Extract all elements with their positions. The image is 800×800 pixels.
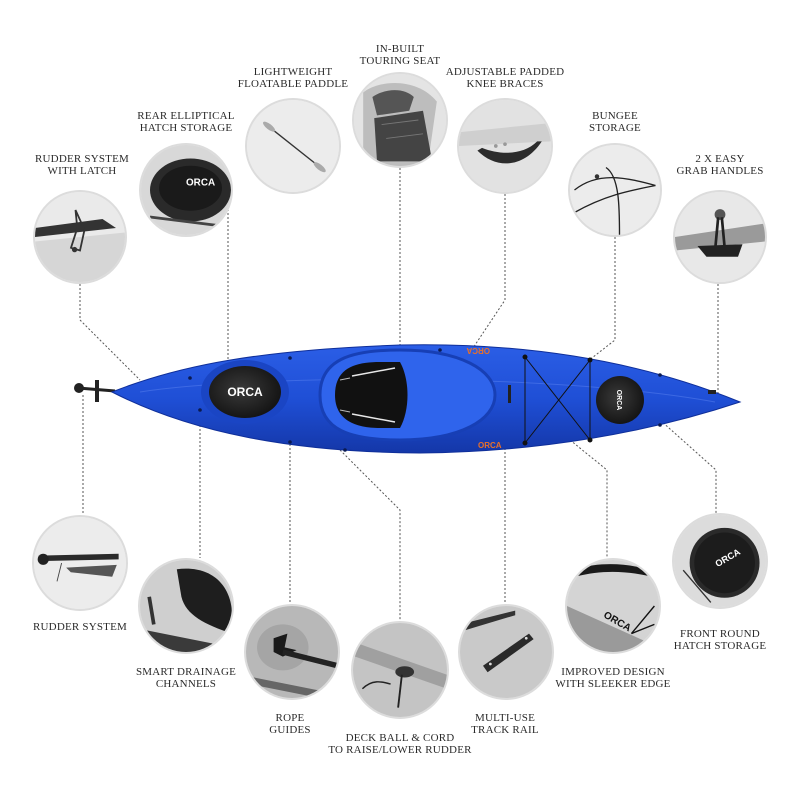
grab-handle-photo-icon [675, 192, 765, 282]
cockpit-icon [318, 348, 497, 442]
connector-knee-braces [454, 194, 506, 376]
svg-text:ORCA: ORCA [615, 390, 622, 411]
connector-deck-ball [339, 449, 401, 621]
feature-circle-sleeker-edge: ORCA [565, 558, 661, 654]
feature-circle-rudder-latch [33, 190, 127, 284]
track-rail-icon [508, 385, 511, 403]
label-paddle: LIGHTWEIGHT FLOATABLE PADDLE [237, 66, 349, 90]
knee-brace-photo-icon [459, 100, 551, 192]
feature-circle-front-hatch: ORCA [672, 513, 768, 609]
feature-circle-rudder-system [32, 515, 128, 611]
label-deck-ball: DECK BALL & CORD TO RAISE/LOWER RUDDER [328, 732, 472, 756]
bungee-photo-icon [570, 145, 660, 235]
feature-circle-seat [352, 72, 448, 168]
label-rudder-latch: RUDDER SYSTEM WITH LATCH [35, 153, 129, 177]
rope-guide-photo-icon [246, 606, 338, 698]
seat-photo-icon [354, 74, 446, 166]
svg-text:ORCA: ORCA [478, 441, 502, 450]
drainage-photo-icon [140, 560, 232, 652]
bow-handle-icon [708, 390, 716, 394]
feature-circle-bungee [568, 143, 662, 237]
track-rail-photo-icon [460, 606, 552, 698]
label-bungee: BUNGEE STORAGE [589, 110, 641, 134]
label-rope-guides: ROPE GUIDES [269, 712, 311, 736]
feature-circle-track-rail [458, 604, 554, 700]
label-rudder-system: RUDDER SYSTEM [33, 621, 127, 633]
rudder-icon [74, 380, 116, 402]
front-hatch-photo-icon: ORCA [674, 515, 766, 607]
label-front-hatch: FRONT ROUND HATCH STORAGE [673, 628, 767, 652]
label-grab-handles: 2 X EASY GRAB HANDLES [676, 153, 764, 177]
paddle-photo-icon [247, 100, 339, 192]
svg-text:ORCA: ORCA [466, 346, 490, 355]
feature-circle-drainage [138, 558, 234, 654]
connector-front-hatch [659, 419, 717, 513]
svg-text:ORCA: ORCA [186, 178, 215, 189]
label-track-rail: MULTI-USE TRACK RAIL [471, 712, 539, 736]
label-knee-braces: ADJUSTABLE PADDED KNEE BRACES [445, 66, 565, 90]
feature-circle-knee-braces [457, 98, 553, 194]
sleeker-edge-photo-icon: ORCA [567, 560, 659, 652]
svg-text:ORCA: ORCA [227, 385, 263, 399]
feature-circle-rope-guides [244, 604, 340, 700]
rudder-photo-icon [34, 517, 126, 609]
label-drainage: SMART DRAINAGE CHANNELS [135, 666, 237, 690]
feature-circle-grab-handles [673, 190, 767, 284]
connector-rudder-latch [79, 284, 141, 381]
deck-ball-photo-icon [353, 623, 447, 717]
label-seat: IN-BUILT TOURING SEAT [359, 43, 441, 67]
rear-hatch-icon: ORCA [201, 360, 289, 424]
label-rear-hatch: REAR ELLIPTICAL HATCH STORAGE [137, 110, 235, 134]
front-hatch-icon: ORCA [596, 376, 644, 424]
feature-circle-paddle [245, 98, 341, 194]
bungee-icon [522, 354, 593, 446]
label-sleeker-edge: IMPROVED DESIGN WITH SLEEKER EDGE [555, 666, 671, 690]
feature-circle-rear-hatch: ORCA [139, 143, 233, 237]
rudder-latch-photo-icon [35, 192, 125, 282]
feature-circle-deck-ball [351, 621, 449, 719]
rear-hatch-photo-icon: ORCA [141, 145, 231, 235]
